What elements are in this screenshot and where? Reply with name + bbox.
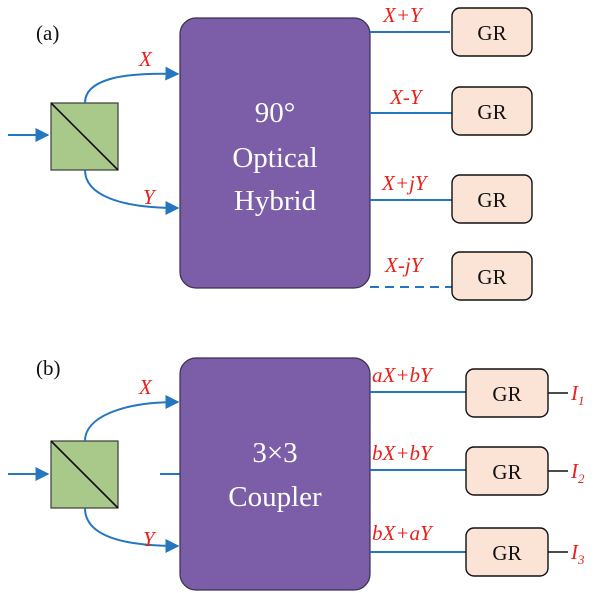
panel-a-y-path [84, 169, 180, 215]
panel-b-current-3: I3 [570, 540, 585, 567]
splitter-diagonal [50, 102, 119, 171]
panel-b-gr-label-2: GR [492, 460, 521, 484]
panel-b-current-2: I2 [570, 459, 585, 486]
panel-b: (b) X Y 3×3 Coupler aX+bY bX+bY bX+aY GR… [8, 356, 585, 591]
panel-a-label: (a) [36, 21, 59, 45]
coupler-block [179, 357, 371, 591]
panel-b-y-label: Y [143, 527, 157, 551]
panel-a-output-label-4: X-jY [384, 253, 425, 277]
panel-b-y-path [84, 507, 180, 553]
panel-a-y-label: Y [143, 185, 157, 209]
panel-b-label: (b) [36, 356, 61, 380]
panel-b-output-label-1: aX+bY [372, 363, 434, 387]
panel-a-gr-box-4 [451, 251, 533, 301]
panel-b-gr-label-3: GR [492, 541, 521, 565]
hybrid-line-3: Hybrid [234, 185, 317, 217]
panel-b-beam-splitter [50, 440, 119, 509]
panel-a-x-label: X [138, 47, 153, 71]
panel-a-gr-label-4: GR [477, 265, 506, 289]
panel-a-x-path [84, 66, 180, 104]
panel-a-gr-label-3: GR [477, 188, 506, 212]
coupler-line-1: 3×3 [252, 437, 297, 469]
panel-a-gr-label-1: GR [477, 21, 506, 45]
panel-a-beam-splitter [50, 102, 119, 171]
panel-b-gr-label-1: GR [492, 382, 521, 406]
panel-b-x-path [84, 395, 180, 442]
panel-b-x-label: X [138, 375, 153, 399]
panel-b-output-label-2: bX+bY [372, 441, 434, 465]
panel-b-output-label-3: bX+aY [372, 521, 434, 545]
hybrid-line-1: 90° [255, 97, 296, 129]
hybrid-line-2: Optical [232, 142, 317, 174]
panel-b-current-1: I1 [570, 381, 585, 408]
panel-a: (a) X Y 90° Optical Hybrid X+Y X-Y X+jY … [8, 3, 533, 301]
panel-a-gr-box-3 [451, 174, 533, 224]
panel-a-output-label-1: X+Y [382, 3, 424, 27]
panel-a-gr-box-2 [451, 86, 533, 136]
coupler-line-2: Coupler [228, 481, 322, 513]
splitter-diagonal [50, 440, 119, 509]
panel-a-output-label-2: X-Y [389, 85, 424, 109]
panel-a-gr-box-1 [451, 7, 533, 57]
optical-hybrid-block [179, 17, 371, 289]
panel-a-output-label-3: X+jY [381, 171, 429, 195]
panel-a-gr-label-2: GR [477, 100, 506, 124]
